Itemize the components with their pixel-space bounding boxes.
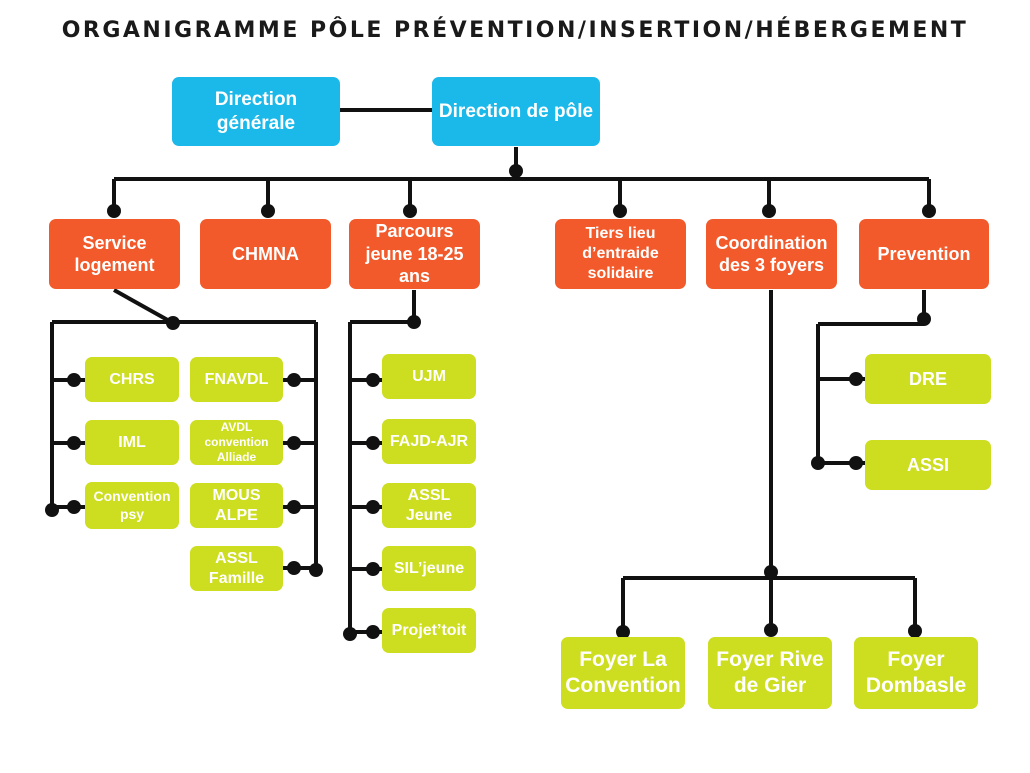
direction-generale-box: Direction générale (172, 77, 340, 146)
coordination-foyers-box: Coordination des 3 foyers (706, 219, 837, 289)
unit-assl-jeune: ASSL Jeune (382, 483, 476, 528)
unit-ujm: UJM (382, 354, 476, 399)
unit-fajd-ajr: FAJD-AJR (382, 419, 476, 464)
unit-fnavdl: FNAVDL (190, 357, 283, 402)
prevention-box: Prevention (859, 219, 989, 289)
foyer-rive-de-gier: Foyer Rive de Gier (708, 637, 832, 709)
foyer-dombasle: Foyer Dombasle (854, 637, 978, 709)
service-logement-box: Service logement (49, 219, 180, 289)
unit-iml: IML (85, 420, 179, 465)
unit-chrs: CHRS (85, 357, 179, 402)
unit-dre: DRE (865, 354, 991, 404)
unit-assi: ASSI (865, 440, 991, 490)
chart-title: ORGANIGRAMME PÔLE PRÉVENTION/INSERTION/H… (61, 18, 969, 43)
direction-pole-box: Direction de pôle (432, 77, 600, 146)
unit-mous-alpe: MOUS ALPE (190, 483, 283, 528)
tiers-lieu-box: Tiers lieu d’entraide solidaire (555, 219, 686, 289)
unit-convention-psy: Convention psy (85, 482, 179, 529)
parcours-jeune-box: Parcours jeune 18-25 ans (349, 219, 480, 289)
unit-avdl-convention-alliade: AVDL convention Alliade (190, 420, 283, 465)
unit-sil-jeune: SIL’jeune (382, 546, 476, 591)
foyer-la-convention: Foyer La Convention (561, 637, 685, 709)
unit-projet-toit: Projet’toit (382, 608, 476, 653)
unit-assl-famille: ASSL Famille (190, 546, 283, 591)
chmna-box: CHMNA (200, 219, 331, 289)
